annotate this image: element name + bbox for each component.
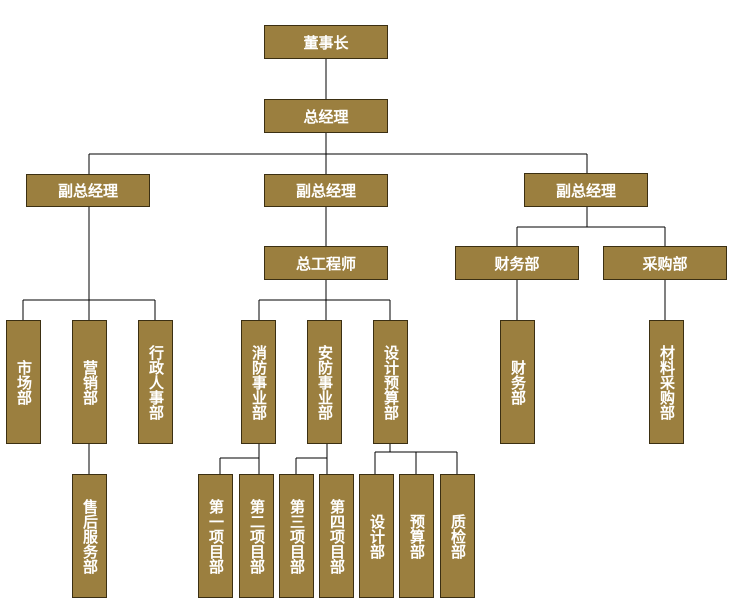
finance-box: 财务部 [500,320,535,444]
chairman-box: 董事长 [264,25,388,59]
quality-dept-box: 质检部 [440,474,475,598]
general-manager-box: 总经理 [264,99,388,133]
budget-dept-box: 预算部 [399,474,434,598]
vice-gm-right-box: 副总经理 [524,173,648,207]
after-sales-dept-box: 售后服务部 [72,474,107,598]
material-purchase-box: 材料采购部 [649,320,684,444]
vice-gm-left-box: 副总经理 [26,174,150,207]
vice-gm-center-box: 副总经理 [264,174,388,207]
project4-box: 第四项目部 [319,474,354,598]
fire-business-dept-box: 消防事业部 [241,320,276,444]
chief-engineer-box: 总工程师 [264,246,388,280]
project1-box: 第一项目部 [198,474,233,598]
design-dept-box: 设计部 [359,474,394,598]
project3-box: 第三项目部 [279,474,314,598]
security-business-dept-box: 安防事业部 [307,320,342,444]
admin-hr-dept-box: 行政人事部 [138,320,173,444]
sales-dept-box: 营销部 [72,320,107,444]
design-budget-dept-box: 设计预算部 [373,320,408,444]
purchase-dept-box: 采购部 [603,246,727,280]
market-dept-box: 市场部 [6,320,41,444]
project2-box: 第二项目部 [239,474,274,598]
finance-dept-box: 财务部 [455,246,579,280]
